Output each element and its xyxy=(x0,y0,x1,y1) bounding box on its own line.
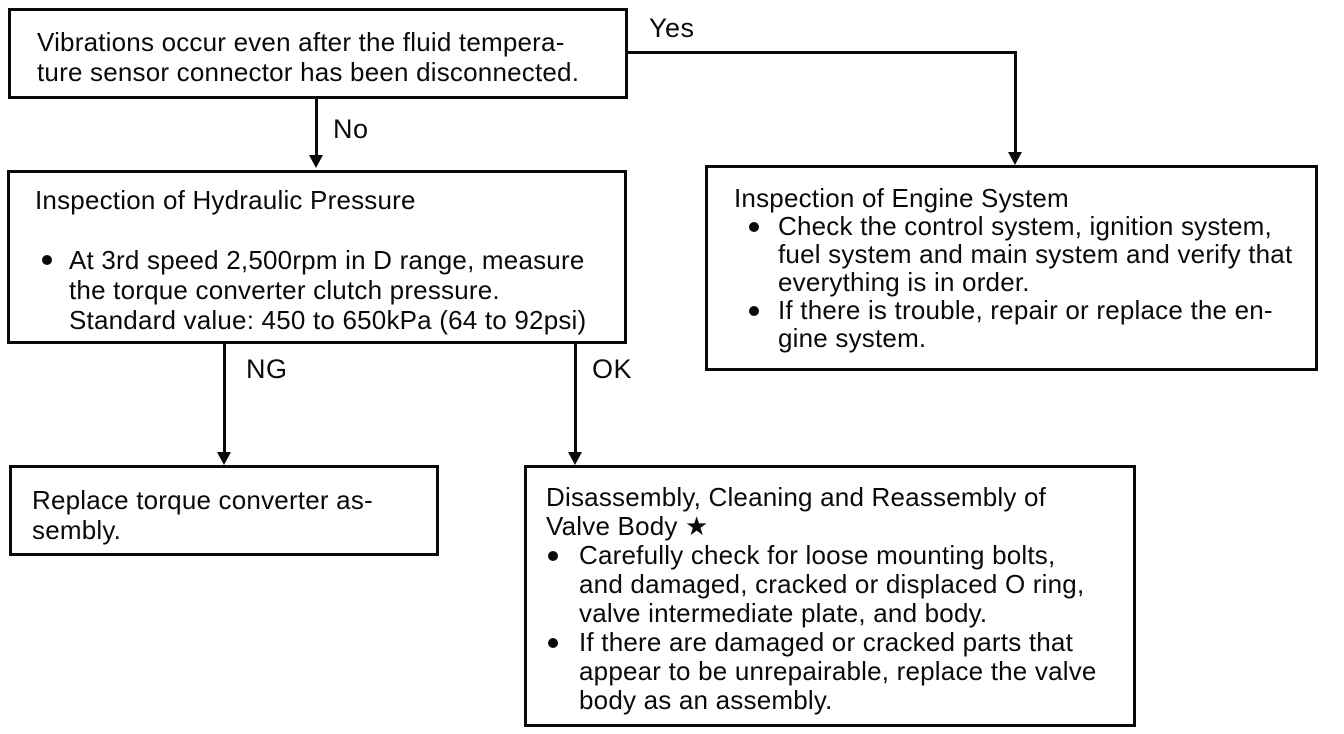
bullet-line: body as an assembly. xyxy=(579,685,833,715)
bullet-line: everything is in order. xyxy=(778,267,1030,297)
bullet-line: Standard value: 450 to 650kPa (64 to 92p… xyxy=(69,305,587,335)
bullet-line: If there is trouble, repair or replace t… xyxy=(778,295,1273,325)
node-start-line: ture sensor connector has been disconnec… xyxy=(37,57,580,87)
arrowhead-ng-icon xyxy=(217,452,231,465)
bullet-line: the torque converter clutch pressure. xyxy=(69,275,500,305)
node-engine-system: Inspection of Engine System Check the co… xyxy=(705,165,1318,371)
bullet-line: and damaged, cracked or displaced O ring… xyxy=(579,569,1085,599)
bullet-line: At 3rd speed 2,500rpm in D range, measur… xyxy=(69,245,585,275)
connector-ng-line xyxy=(223,344,226,453)
connector-yes-hline xyxy=(627,51,1017,54)
bullet-icon xyxy=(734,212,778,296)
node-replace-torque-converter: Replace torque converter as- sembly. xyxy=(9,465,439,556)
node-valve-title-line: Disassembly, Cleaning and Reassembly of xyxy=(546,482,1047,512)
bullet-icon xyxy=(734,296,778,352)
bullet-line: Check the control system, ignition syste… xyxy=(778,211,1272,241)
bullet-item: If there is trouble, repair or replace t… xyxy=(734,296,1309,352)
bullet-icon xyxy=(546,628,579,715)
bullet-item: Check the control system, ignition syste… xyxy=(734,212,1309,296)
bullet-item: If there are damaged or cracked parts th… xyxy=(546,628,1127,715)
edge-label-ng: NG xyxy=(246,354,288,384)
node-hydraulic-pressure: Inspection of Hydraulic Pressure At 3rd … xyxy=(7,170,627,344)
edge-label-ok: OK xyxy=(592,354,633,384)
bullet-icon xyxy=(546,541,579,628)
connector-no-line xyxy=(315,99,318,155)
bullet-line: fuel system and main system and verify t… xyxy=(778,239,1293,269)
bullet-line: valve intermediate plate, and body. xyxy=(579,598,988,628)
connector-ok-line xyxy=(574,344,577,453)
connector-yes-vline xyxy=(1014,51,1017,152)
arrowhead-ok-icon xyxy=(568,452,582,465)
node-replace-line: sembly. xyxy=(32,515,122,545)
bullet-line: Carefully check for loose mounting bolts… xyxy=(579,540,1056,570)
bullet-item: Carefully check for loose mounting bolts… xyxy=(546,541,1127,628)
node-replace-line: Replace torque converter as- xyxy=(32,485,373,515)
node-start-line: Vibrations occur even after the fluid te… xyxy=(37,27,565,57)
arrowhead-no-icon xyxy=(309,155,323,168)
node-valve-title-line: Valve Body ★ xyxy=(546,511,709,541)
bullet-item: At 3rd speed 2,500rpm in D range, measur… xyxy=(35,245,616,335)
node-hydraulic-title: Inspection of Hydraulic Pressure xyxy=(35,185,416,215)
arrowhead-yes-icon xyxy=(1008,152,1022,165)
edge-label-yes: Yes xyxy=(649,13,695,43)
bullet-line: appear to be unrepairable, replace the v… xyxy=(579,656,1097,686)
node-engine-title: Inspection of Engine System xyxy=(734,183,1069,213)
bullet-line: If there are damaged or cracked parts th… xyxy=(579,627,1073,657)
node-start: Vibrations occur even after the fluid te… xyxy=(8,8,628,99)
edge-label-no: No xyxy=(333,114,369,144)
bullet-line: gine system. xyxy=(778,323,927,353)
bullet-icon xyxy=(35,245,69,335)
node-valve-body: Disassembly, Cleaning and Reassembly of … xyxy=(524,465,1136,727)
